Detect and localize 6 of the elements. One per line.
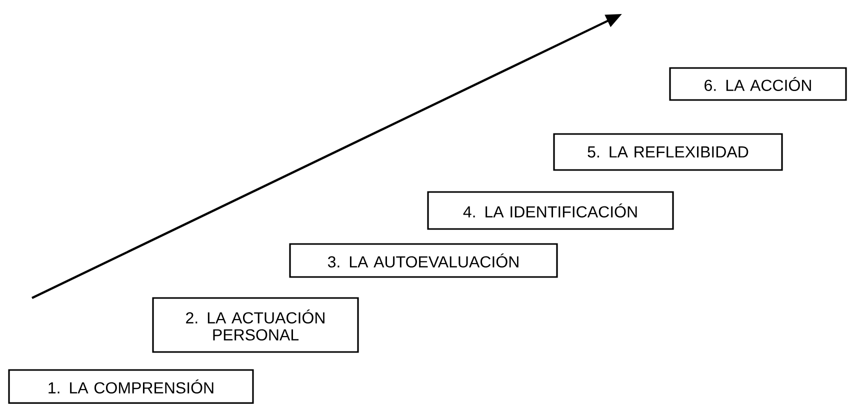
step-box: 5. LA REFLEXIBIDAD: [553, 133, 783, 171]
step-box: 6. LA ACCIÓN: [669, 67, 847, 101]
step-box: 1. LA COMPRENSIÓN: [8, 369, 254, 404]
step-box: 3. LA AUTOEVALUACIÓN: [289, 243, 558, 278]
step-box: 4. LA IDENTIFICACIÓN: [427, 191, 674, 230]
step-box: 2. LA ACTUACIÓN PERSONAL: [152, 297, 359, 353]
